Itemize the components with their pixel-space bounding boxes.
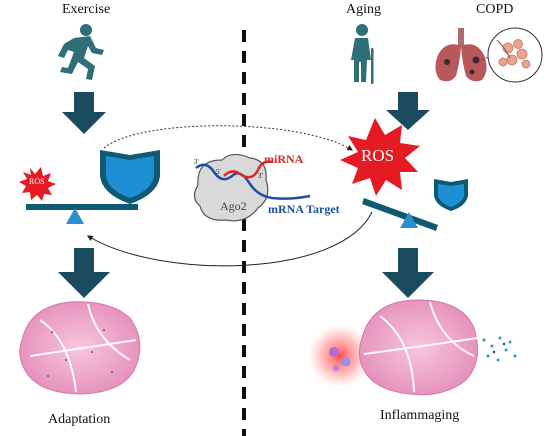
down-arrow-aging [386,92,430,130]
debris-particles [482,336,517,362]
label-ago2: Ago2 [220,199,247,213]
cycle-arrow-bottom [86,211,373,267]
label-mirna: miRNA [264,152,304,166]
label-5prime: 5' [216,168,221,176]
down-arrow-inflammaging [382,248,434,298]
label-3prime-left: 3' [194,158,199,166]
muscle-tissue-icon [358,299,479,396]
immune-cells [329,347,351,372]
label-3prime-right: 3' [258,172,263,180]
down-arrow-adaptation [58,248,110,298]
cycle-arrow-top [103,125,354,151]
ros-burst-icon [19,167,56,201]
runner-icon [58,24,104,80]
label-copd: COPD [476,2,514,17]
seesaw-left [26,204,138,224]
inflammation-glow [308,324,372,388]
lungs-icon [435,27,543,83]
label-mrna-target: mRNA Target [268,202,340,216]
ros-label-left: ROS [29,177,45,186]
down-arrow-exercise [62,92,106,134]
mirna-strand [223,160,273,179]
shield-icon [100,150,160,204]
muscle-tissue-icon [19,301,141,395]
seesaw-right [362,198,438,231]
shield-icon [434,179,468,211]
ros-burst-icon [340,118,420,196]
elderly-person-icon [351,24,374,84]
label-exercise: Exercise [62,2,111,17]
ros-label-right: ROS [361,146,395,165]
label-adaptation: Adaptation [48,412,111,427]
label-aging: Aging [346,2,381,17]
label-inflammaging: Inflammaging [380,408,460,423]
